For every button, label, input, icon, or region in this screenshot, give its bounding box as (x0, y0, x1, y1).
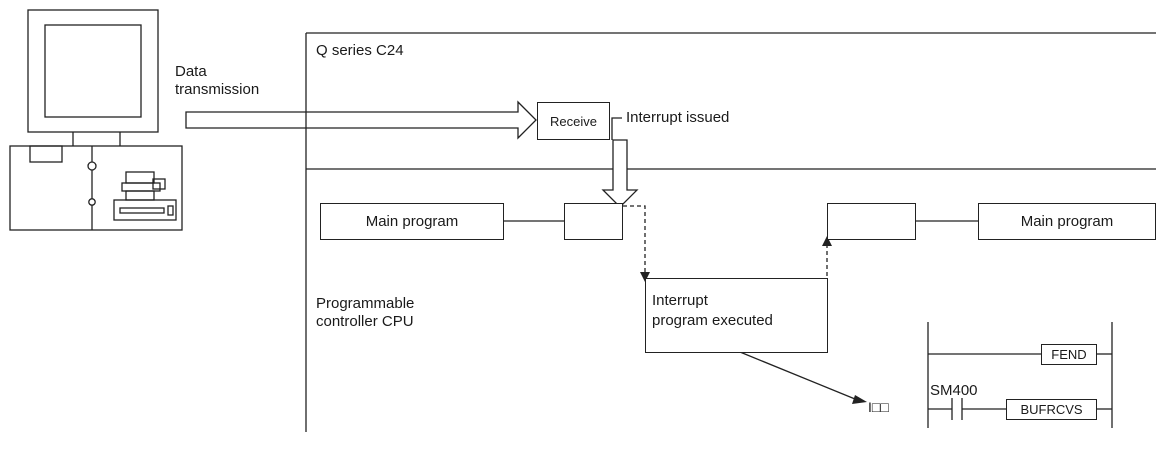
interrupt-program-line-1: Interrupt (652, 292, 708, 309)
receive-box: Receive (537, 102, 610, 140)
resume-step-box (827, 203, 916, 240)
cpu-label-line-1: Programmable (316, 295, 415, 312)
bufrcvs-instruction: BUFRCVS (1006, 399, 1097, 420)
cpu-label: Programmable controller CPU (316, 295, 414, 331)
data-transmission-label: Data transmission (175, 63, 259, 99)
main-program-box-left: Main program (320, 203, 504, 240)
dashed-to-interrupt (623, 205, 646, 272)
interrupt-down-arrow (601, 139, 639, 208)
fend-instruction: FEND (1041, 344, 1097, 365)
ladder-program (927, 322, 1113, 428)
module-label: Q series C24 (316, 42, 404, 59)
interrupt-program-box: Interrupt program executed (645, 278, 828, 353)
interrupted-step-box (564, 203, 623, 240)
data-transmission-line-2: transmission (175, 81, 260, 98)
transmission-arrow (185, 100, 537, 140)
sm400-contact-label: SM400 (930, 382, 978, 399)
main-program-box-right: Main program (978, 203, 1156, 240)
cpu-label-line-2: controller CPU (316, 313, 414, 330)
interrupt-pointer-label: I□□ (868, 399, 889, 415)
interrupt-issued-label: Interrupt issued (626, 109, 730, 126)
personal-computer-icon (9, 9, 183, 231)
interrupt-program-line-2: program executed (652, 312, 773, 329)
data-transmission-line-1: Data (175, 63, 207, 80)
